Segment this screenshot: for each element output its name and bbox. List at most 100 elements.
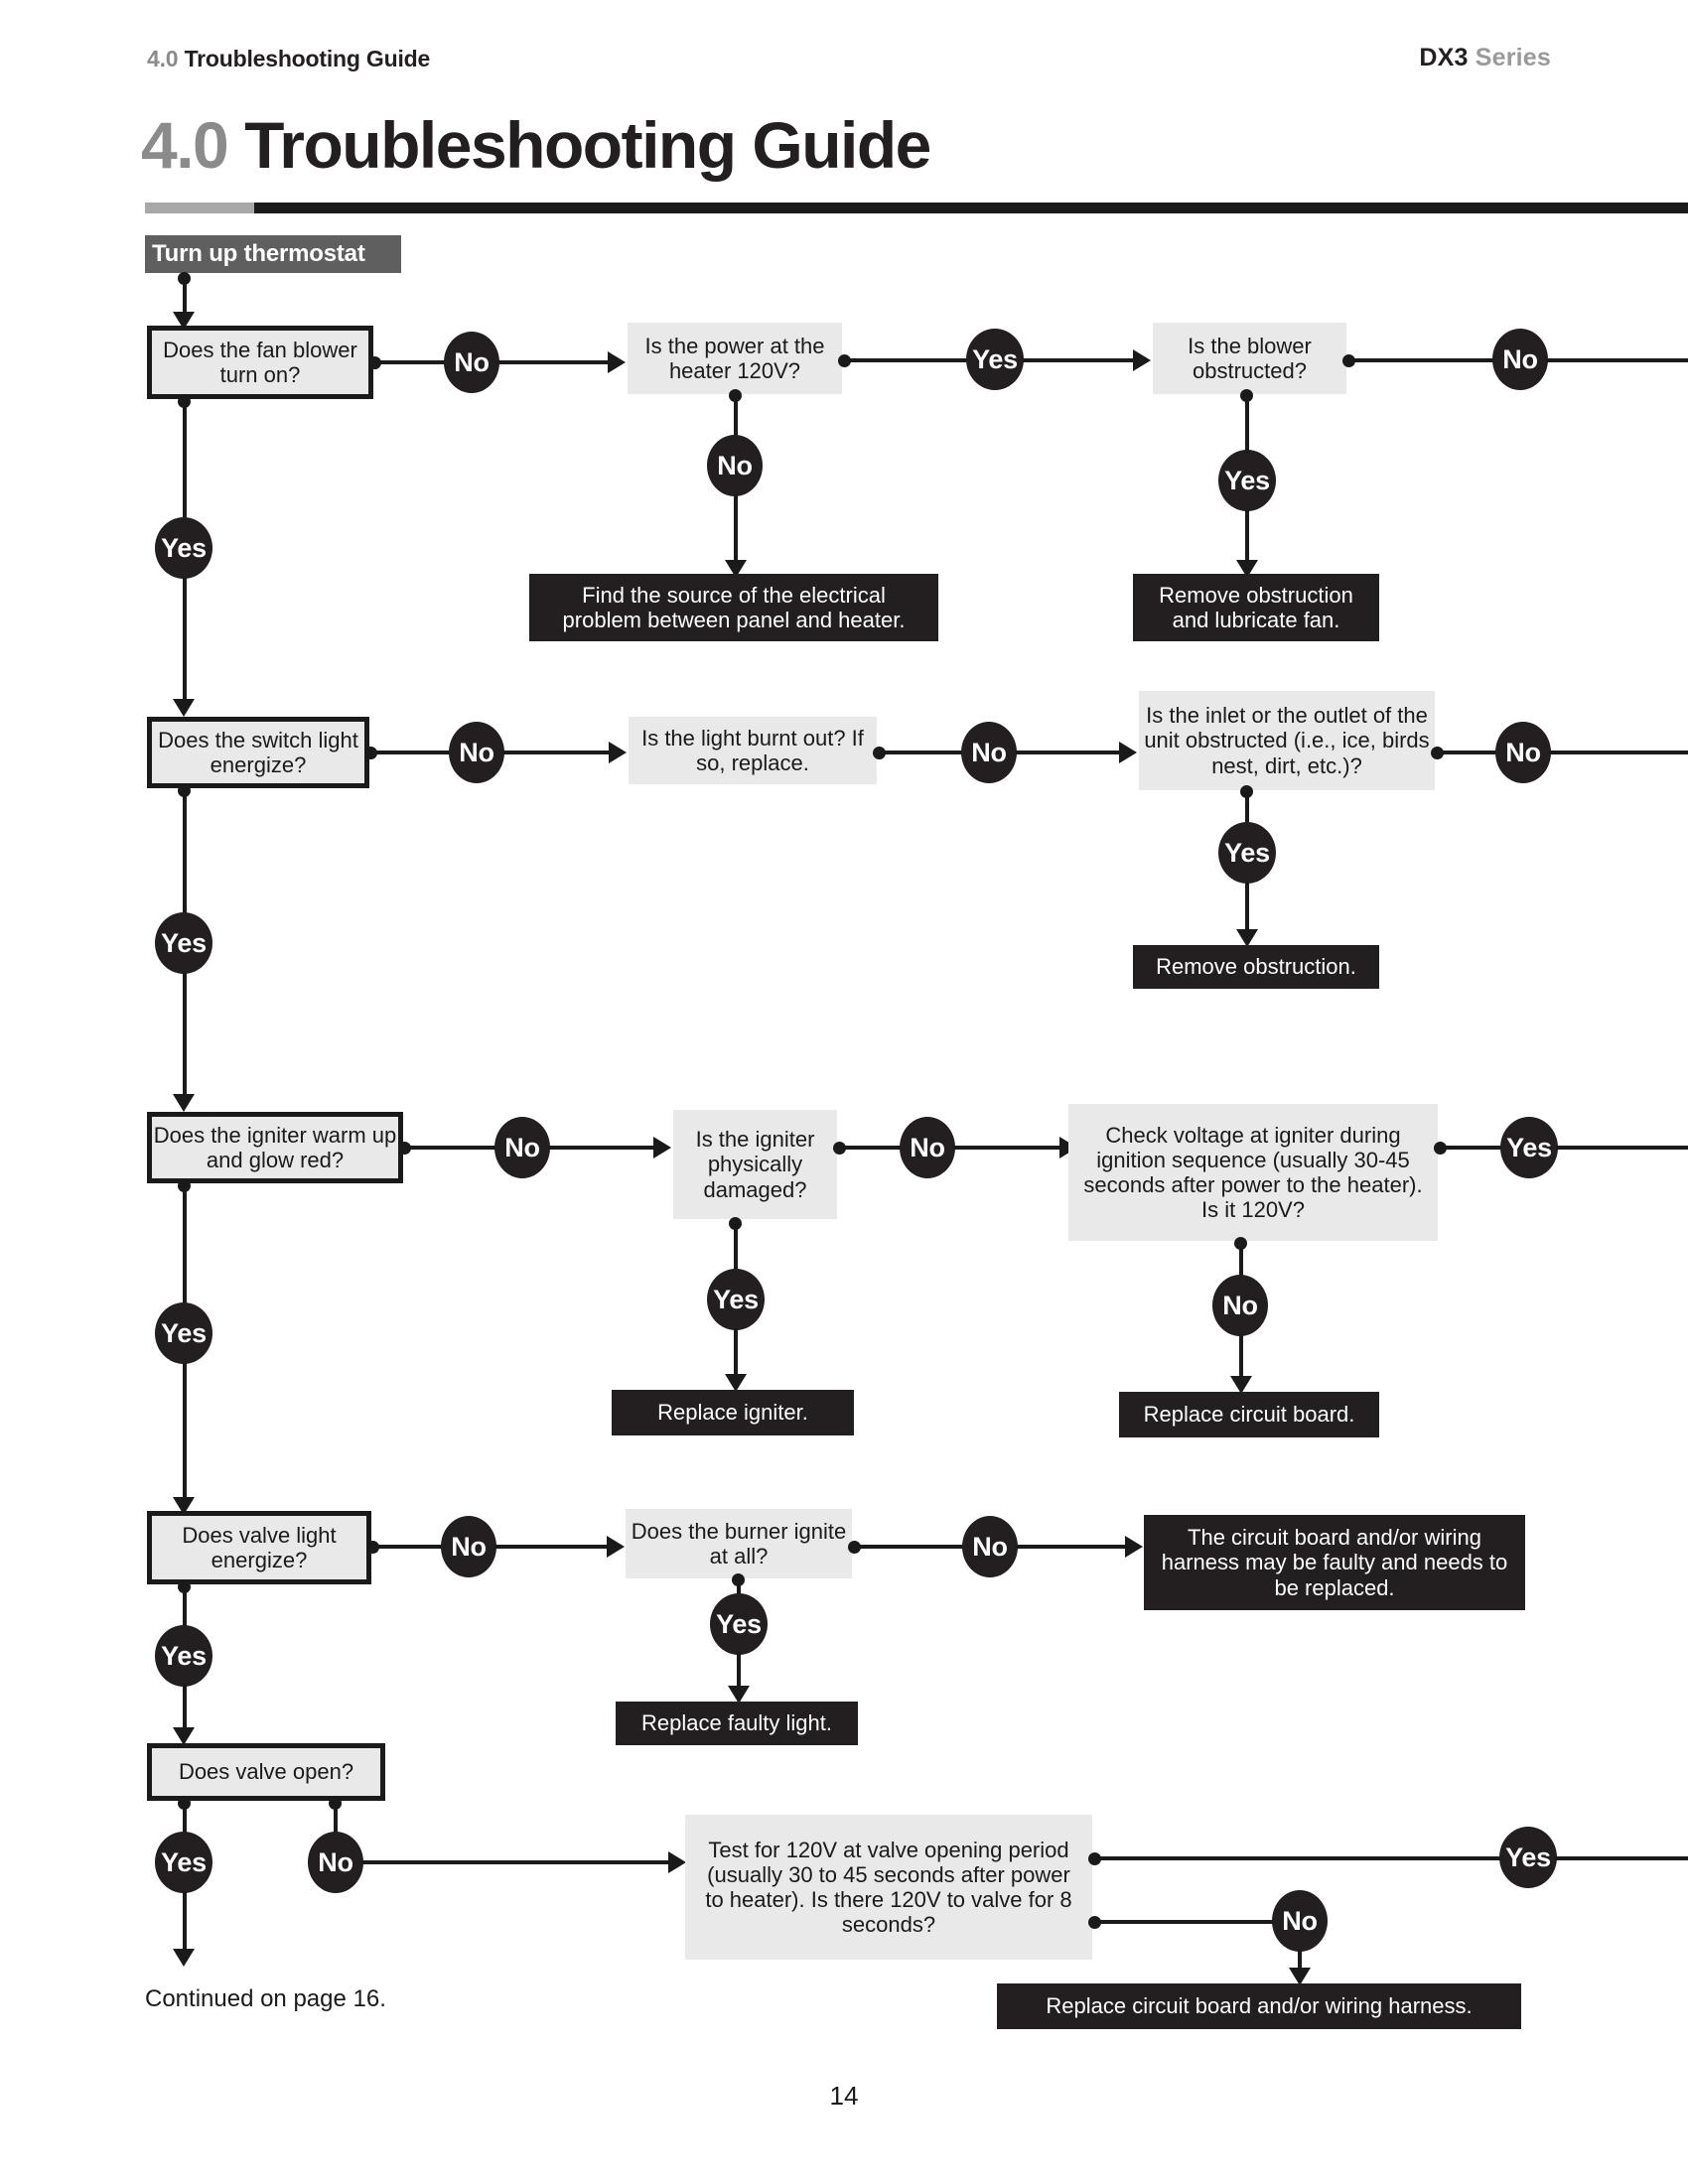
connector-dot (1434, 1142, 1447, 1155)
connector-line (953, 1146, 1062, 1150)
connector-line (1441, 1146, 1502, 1150)
page-title-number: 4.0 (141, 108, 229, 182)
connector-line (1095, 1920, 1274, 1924)
connector-line (375, 360, 445, 364)
arrow-right-icon (609, 742, 627, 763)
flow-node-switch-light: Does the switch light energize? (147, 717, 369, 788)
flow-node-fan-blower: Does the fan blower turn on? (147, 326, 373, 399)
arrow-down-icon (173, 1497, 195, 1515)
connector-line (183, 790, 187, 913)
connector-dot (833, 1142, 846, 1155)
arrow-down-icon (1236, 560, 1258, 578)
arrow-down-icon (173, 1949, 195, 1967)
connector-dot (366, 1541, 379, 1554)
arrow-down-icon (173, 1727, 195, 1745)
connector-line (361, 1860, 671, 1864)
branch-label-no: No (1272, 1890, 1328, 1952)
arrow-down-icon (1236, 929, 1258, 947)
flow-node-igniter-damaged: Is the igniter physically damaged? (673, 1110, 837, 1219)
branch-label-no: No (900, 1117, 955, 1178)
connector-line (183, 1363, 187, 1500)
connector-line-offpage (1555, 1856, 1688, 1860)
running-head: 4.0 Troubleshooting Guide (147, 46, 430, 72)
branch-label-no: No (449, 722, 504, 783)
connector-line (405, 1146, 496, 1150)
connector-dot (364, 747, 377, 759)
connector-line (334, 1803, 338, 1833)
flow-node-blower-obstructed: Is the blower obstructed? (1153, 323, 1346, 394)
flow-node-replace-board-harness: Replace circuit board and/or wiring harn… (997, 1983, 1521, 2029)
arrow-right-icon (607, 1536, 625, 1558)
flow-node-replace-circuit-board: Replace circuit board. (1119, 1392, 1379, 1437)
connector-line (845, 358, 967, 362)
flow-node-inlet-outlet: Is the inlet or the outlet of the unit o… (1139, 691, 1435, 790)
title-rule-accent (145, 203, 254, 213)
connector-line (183, 1803, 187, 1833)
flow-node-check-voltage: Check voltage at igniter during ignition… (1068, 1104, 1438, 1241)
connector-line (1016, 1545, 1128, 1549)
connector-line (502, 751, 612, 754)
flow-node-valve-light: Does valve light energize? (147, 1511, 371, 1584)
connector-line (734, 1328, 738, 1378)
flow-node-replace-faulty-light: Replace faulty light. (616, 1702, 858, 1745)
connector-line (737, 1579, 741, 1595)
connector-line (183, 1685, 187, 1730)
branch-label-yes: Yes (1218, 822, 1276, 884)
connector-line (1245, 395, 1249, 421)
branch-label-no: No (444, 332, 499, 393)
arrow-down-icon (173, 1094, 195, 1112)
connector-line (1245, 882, 1249, 933)
flow-node-remove-obstruction: Remove obstruction. (1133, 945, 1379, 989)
arrow-right-icon (608, 351, 626, 373)
connector-line-offpage (1546, 358, 1688, 362)
connector-line (183, 1185, 187, 1303)
title-rule (145, 203, 1688, 213)
connector-line (1015, 751, 1122, 754)
connector-line (183, 1586, 187, 1626)
page-title: 4.0 Troubleshooting Guide (141, 107, 931, 183)
connector-line (737, 1653, 741, 1689)
connector-line (1245, 417, 1249, 453)
arrow-right-icon (1119, 742, 1137, 763)
connector-line (734, 395, 738, 437)
branch-label-no: No (1212, 1275, 1268, 1336)
connector-line (373, 1545, 443, 1549)
flow-node-valve-open: Does valve open? (147, 1743, 385, 1801)
flow-start-turn-up-thermostat: Turn up thermostat (145, 235, 401, 273)
connector-line (371, 751, 451, 754)
flow-node-remove-obstruction-fan: Remove obstruction and lubricate fan. (1133, 574, 1379, 641)
connector-line (548, 1146, 655, 1150)
connector-line (855, 1545, 964, 1549)
connector-dot (368, 356, 381, 369)
connector-line (183, 1891, 187, 1953)
branch-label-no: No (494, 1117, 550, 1178)
connector-line (183, 578, 187, 702)
branch-label-no: No (441, 1516, 496, 1577)
branch-label-yes: Yes (155, 1832, 212, 1893)
flow-node-power-120v: Is the power at the heater 120V? (628, 323, 842, 394)
connector-line (1239, 1334, 1243, 1380)
connector-line (1245, 509, 1249, 563)
branch-label-yes: Yes (710, 1593, 768, 1655)
branch-label-no: No (961, 722, 1017, 783)
running-head-number: 4.0 (147, 46, 179, 71)
branch-label-yes: Yes (155, 1302, 212, 1364)
branch-label-yes: Yes (1500, 1117, 1558, 1178)
branch-label-yes: Yes (1218, 450, 1276, 511)
connector-line-offpage (1556, 1146, 1688, 1150)
connector-dot (838, 354, 851, 367)
connector-line (494, 1545, 609, 1549)
connector-line (840, 1146, 902, 1150)
connector-dot (1342, 354, 1355, 367)
running-head-text: Troubleshooting Guide (184, 46, 431, 71)
flow-node-test-valve-120v: Test for 120V at valve opening period (u… (685, 1815, 1092, 1960)
branch-label-no: No (1492, 329, 1548, 390)
connector-line (183, 276, 187, 316)
connector-line (1438, 751, 1497, 754)
connector-line (734, 494, 738, 564)
arrow-down-icon (1289, 1968, 1311, 1985)
page-number: 14 (829, 2081, 859, 2111)
arrow-down-icon (173, 312, 195, 330)
flow-node-replace-igniter: Replace igniter. (612, 1390, 854, 1435)
